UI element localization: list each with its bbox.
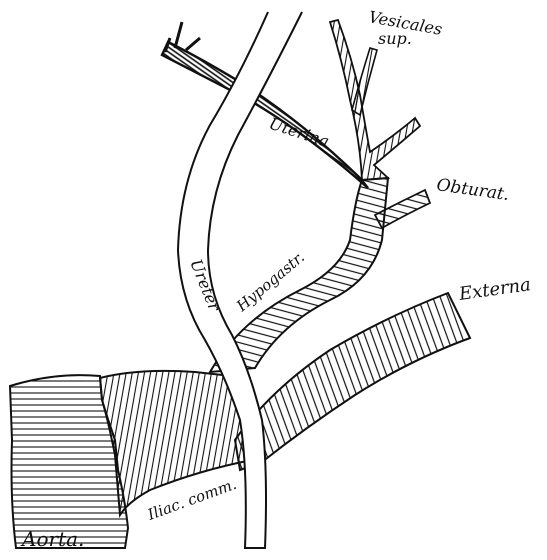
label-externa: Externa xyxy=(457,274,532,305)
label-obturat: Obturat. xyxy=(435,175,510,205)
label-uterina: Uterina xyxy=(267,114,332,151)
label-sup: sup. xyxy=(378,29,412,48)
label-aorta: Aorta. xyxy=(20,527,84,551)
